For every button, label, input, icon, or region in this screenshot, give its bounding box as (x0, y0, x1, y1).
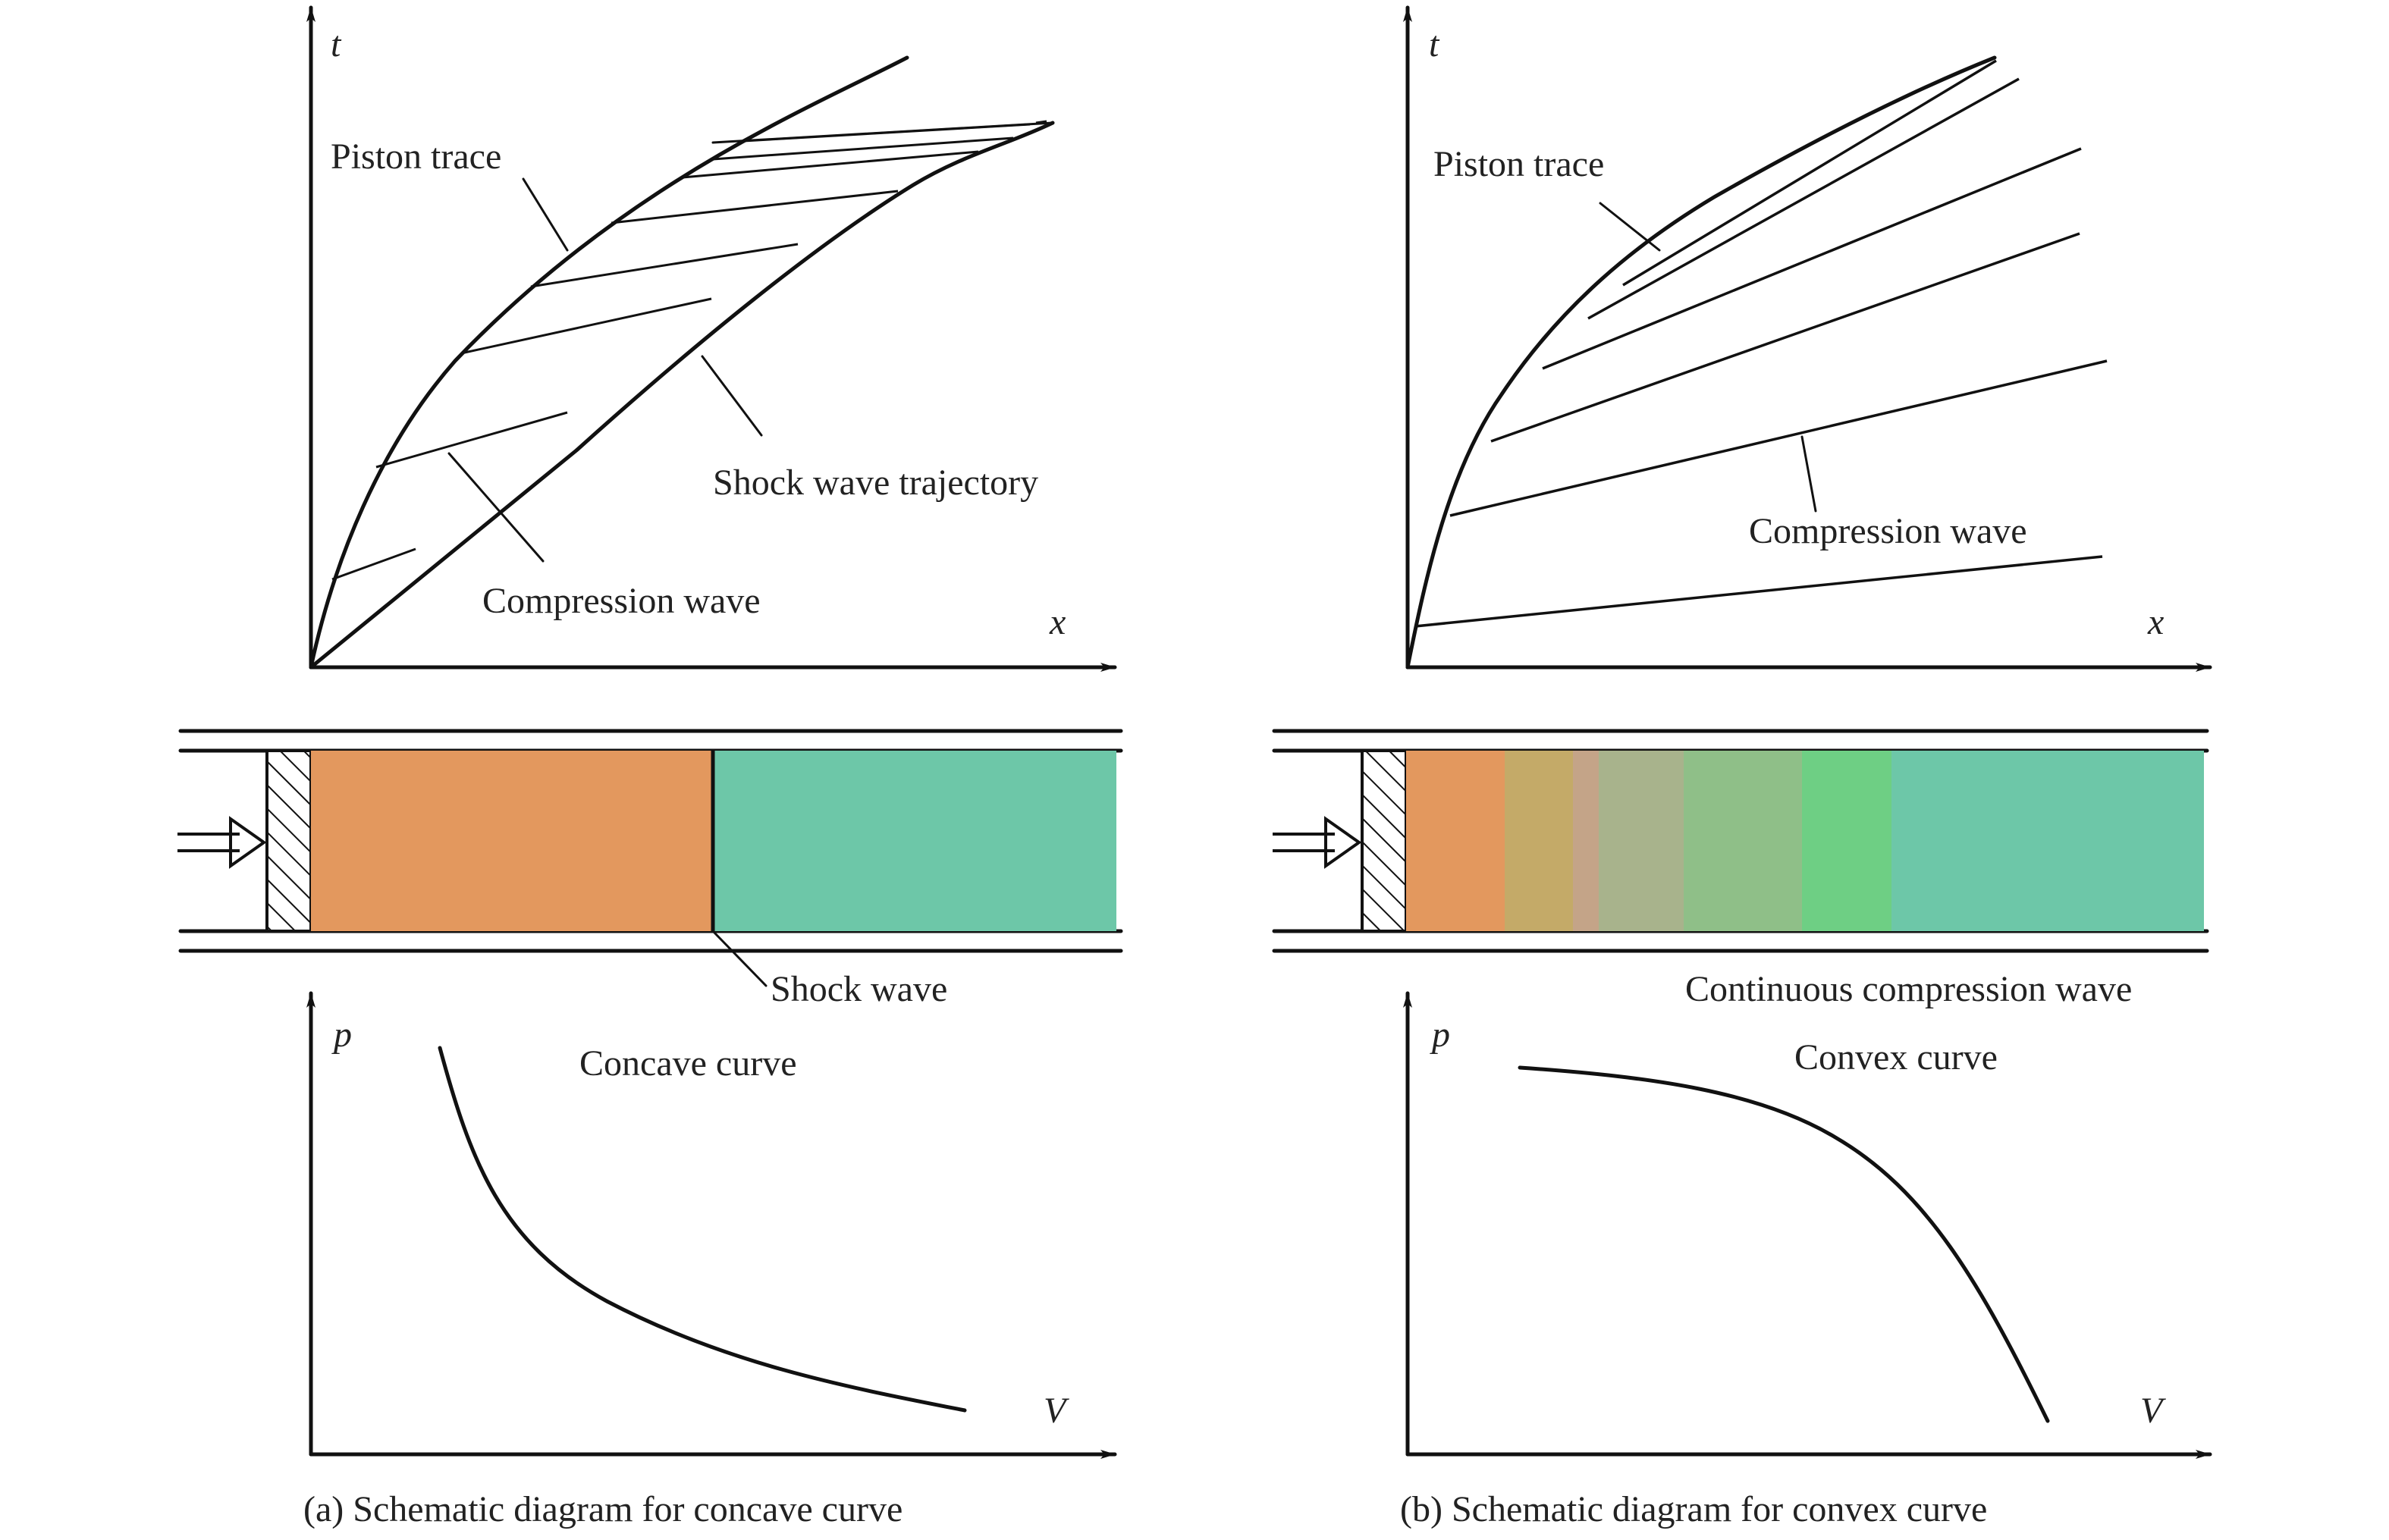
gradient-band (1891, 751, 2204, 931)
gradient-band (1802, 751, 1891, 931)
left-v-axis-label: V (1044, 1391, 1069, 1431)
right-v-axis-label: V (2140, 1391, 2166, 1431)
left-tube: Shock wave (177, 729, 1123, 1009)
left-compression-leader (447, 452, 545, 563)
right-convex-curve-label: Convex curve (1794, 1037, 1998, 1077)
right-t-axis-label: t (1429, 24, 1440, 64)
gradient-band (1406, 751, 1505, 931)
right-compression-leader (1800, 435, 1817, 513)
right-piston-trace (1405, 55, 1997, 670)
left-shock-leader-tube (711, 930, 768, 987)
right-piston-leader (1599, 202, 1661, 252)
right-gradient-gas (1406, 751, 2204, 931)
right-piston-trace-label: Piston trace (1433, 144, 1604, 184)
right-compression-wave-label: Compression wave (1749, 511, 2027, 551)
right-compression-waves (1414, 59, 2108, 628)
left-shock-trajectory (309, 121, 1055, 670)
right-p-axis-label: p (1430, 1015, 1450, 1055)
right-continuous-wave-label: Continuous compression wave (1685, 969, 2132, 1009)
left-compressed-gas (311, 751, 713, 931)
right-caption: (b) Schematic diagram for convex curve (1400, 1489, 1987, 1529)
left-pv-diagram: p V Concave curve (306, 991, 1117, 1459)
right-x-axis-label: x (2147, 602, 2164, 642)
left-shock-leader (701, 355, 763, 437)
left-shock-trajectory-label: Shock wave trajectory (713, 463, 1038, 503)
left-piston-trace (309, 55, 909, 670)
left-push-arrow-icon (177, 816, 267, 869)
left-concave-curve (438, 1046, 967, 1413)
left-undisturbed-gas (713, 751, 1116, 931)
right-push-arrow-icon (1273, 816, 1362, 869)
left-piston-trace-label: Piston trace (331, 136, 501, 177)
left-concave-curve-label: Concave curve (579, 1043, 797, 1084)
right-piston (1361, 749, 1408, 933)
gradient-band (1573, 751, 1599, 931)
left-piston (265, 749, 312, 933)
left-t-axis-label: t (331, 24, 342, 64)
left-shock-wave-label: Shock wave (771, 969, 947, 1009)
left-top-edge (711, 121, 1054, 144)
left-caption: (a) Schematic diagram for concave curve (303, 1489, 903, 1529)
left-compression-wave-label: Compression wave (482, 581, 761, 621)
left-xt-diagram: t x Piston trace Shock wave trajectory C… (306, 5, 1117, 672)
right-pv-diagram: p V Convex curve (1403, 991, 2212, 1459)
left-p-axis-label: p (331, 1015, 352, 1055)
right-convex-curve (1518, 1065, 2050, 1423)
left-piston-leader (522, 177, 569, 252)
right-xt-diagram: t x Piston trace Compression wave (1403, 5, 2212, 672)
right-tube: Continuous compression wave (1272, 729, 2209, 1009)
gradient-band (1599, 751, 1684, 931)
left-x-axis-label: x (1049, 602, 1066, 642)
gradient-band (1505, 751, 1573, 931)
gradient-band (1684, 751, 1802, 931)
